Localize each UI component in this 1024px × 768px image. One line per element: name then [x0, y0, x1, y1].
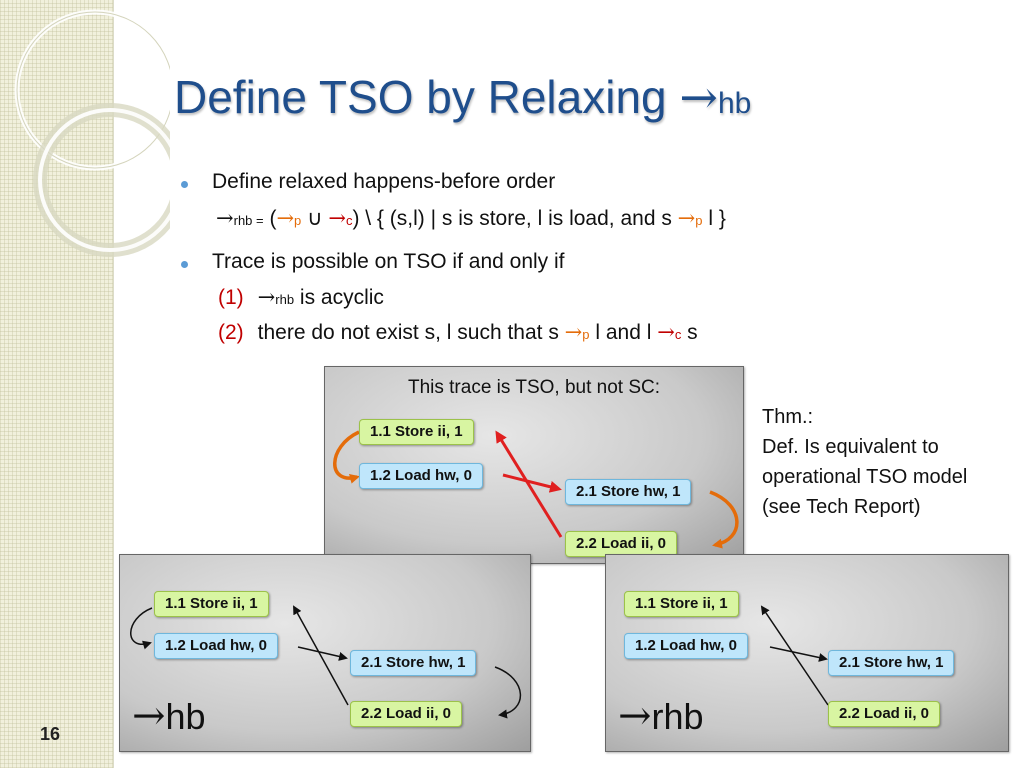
tso-trace-edges	[333, 430, 739, 549]
condition-2-text-a: there do not exist s, l such that s	[257, 321, 565, 344]
formula-sub-p: p	[294, 213, 302, 228]
node-store-hw-1: 2.1 Store hw, 1	[565, 479, 692, 505]
condition-1-sub: rhb	[275, 292, 295, 307]
node-load-ii-0: 2.2 Load ii, 0	[828, 701, 941, 727]
decorative-rings	[14, 9, 170, 257]
edge-c-12-21	[502, 473, 562, 493]
bullet-dot-icon	[181, 261, 188, 268]
bullet-2: Trace is possible on TSO if and only if	[181, 250, 565, 274]
rhb-arrow-icon: →	[618, 693, 652, 739]
formula-arrow-icon: →	[216, 206, 234, 230]
condition-1-text: is acyclic	[294, 286, 384, 309]
condition-2-sub-c: c	[674, 327, 682, 342]
formula-sub-c: c	[345, 213, 353, 228]
node-store-ii-1: 1.1 Store ii, 1	[624, 591, 739, 617]
bullet-1: Define relaxed happens-before order	[181, 170, 556, 194]
condition-1-arrow-icon: →	[257, 285, 276, 309]
condition-2: (2) there do not exist s, l such that s →…	[218, 320, 698, 345]
hb-label-text: hb	[165, 696, 206, 737]
title-text: Define TSO by Relaxing	[174, 71, 680, 123]
slide-title: Define TSO by Relaxing →hb	[174, 70, 751, 124]
node-store-hw-1: 2.1 Store hw, 1	[350, 650, 477, 676]
condition-2-sub-p: p	[582, 327, 590, 342]
rhb-label-text: rhb	[651, 696, 704, 737]
theorem-note: Thm.: Def. Is equivalent to operational …	[762, 402, 967, 522]
formula-end: l }	[702, 207, 726, 230]
bullet-2-text: Trace is possible on TSO if and only if	[212, 250, 565, 273]
theorem-line-3: operational TSO model	[762, 466, 968, 488]
node-load-hw-0: 1.2 Load hw, 0	[154, 633, 278, 659]
formula-union: ∪	[301, 207, 329, 230]
title-arrow-icon: →	[679, 70, 718, 124]
theorem-line-1: Thm.:	[762, 406, 814, 428]
node-store-hw-1: 2.1 Store hw, 1	[828, 650, 955, 676]
edge-p-11-12	[333, 430, 360, 484]
formula-arrow-c-icon: →	[328, 206, 346, 230]
hb-arrow-icon: →	[132, 693, 166, 739]
condition-2-number: (2)	[218, 321, 244, 344]
condition-1-number: (1)	[218, 286, 244, 309]
formula-arrow-p-icon: →	[276, 206, 295, 230]
formula-sub-p2: p	[695, 213, 703, 228]
bullet-dot-icon	[181, 181, 188, 188]
edge-p-21-22	[709, 490, 739, 549]
node-load-ii-0: 2.2 Load ii, 0	[565, 531, 678, 557]
node-load-hw-0: 1.2 Load hw, 0	[359, 463, 483, 489]
hb-panel: 1.1 Store ii, 1 1.2 Load hw, 0 2.1 Store…	[119, 554, 531, 752]
node-load-ii-0: 2.2 Load ii, 0	[350, 701, 463, 727]
node-store-ii-1: 1.1 Store ii, 1	[154, 591, 269, 617]
condition-2-text-b: l and l	[589, 321, 658, 344]
node-load-hw-0: 1.2 Load hw, 0	[624, 633, 748, 659]
theorem-line-2: Def. Is equivalent to	[762, 436, 939, 458]
rhb-definition-formula: →rhb = (→p ∪ →c) \ { (s,l) | s is store,…	[216, 206, 726, 231]
page-number: 16	[40, 724, 61, 744]
condition-2-arrow-p-icon: →	[564, 320, 583, 344]
formula-arrow-p2-icon: →	[677, 206, 696, 230]
tso-panel-caption: This trace is TSO, but not SC:	[407, 377, 661, 398]
hb-edges	[130, 605, 522, 719]
rhb-label: →rhb	[618, 693, 704, 739]
edge-c-22-11	[495, 430, 563, 538]
tso-trace-panel: This trace is TSO, but not SC: 1.1 Store…	[324, 366, 744, 564]
theorem-line-4: (see Tech Report)	[762, 496, 921, 518]
rhb-edges	[760, 605, 829, 706]
condition-2-arrow-c-icon: →	[657, 320, 675, 344]
bullet-1-text: Define relaxed happens-before order	[212, 170, 556, 193]
formula-sub-rhb: rhb =	[233, 213, 264, 228]
formula-middle: ) \ { (s,l) | s is store, l is load, and…	[352, 207, 678, 230]
condition-2-text-c: s	[681, 321, 698, 344]
hb-label: →hb	[132, 693, 206, 739]
title-subscript: hb	[717, 87, 752, 120]
node-store-ii-1: 1.1 Store ii, 1	[359, 419, 474, 445]
condition-1: (1) →rhb is acyclic	[218, 285, 384, 310]
rhb-panel: 1.1 Store ii, 1 1.2 Load hw, 0 2.1 Store…	[605, 554, 1009, 752]
formula-open: (	[263, 207, 277, 230]
